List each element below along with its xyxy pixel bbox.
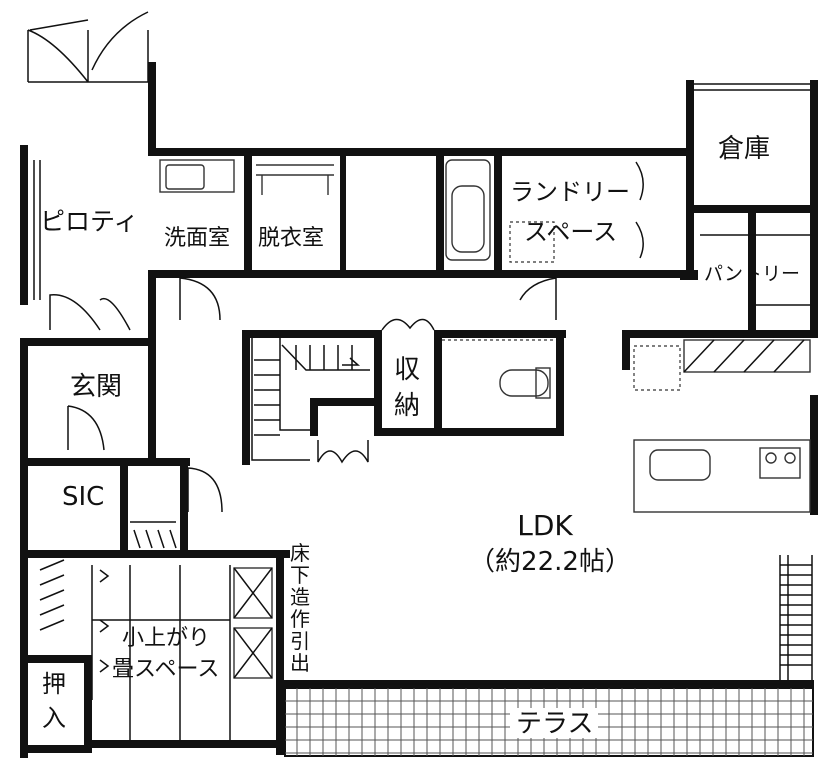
storage-label: 倉庫 (718, 134, 770, 164)
tatami-area (39, 559, 273, 740)
oshiire-label-1: 押 (42, 670, 66, 698)
sic-label: SIC (62, 482, 104, 512)
ldk-size-label: （約22.2帖） (469, 547, 631, 577)
dressing-label: 脱衣室 (258, 226, 324, 251)
underfloor-label-3: 造 (290, 585, 310, 609)
piloti-label: ピロティ (40, 207, 139, 236)
fixtures (27, 11, 813, 740)
staircase (251, 338, 370, 461)
underfloor-label-1: 床 (290, 541, 310, 565)
tatami-label-1: 小上がり (122, 626, 210, 651)
underfloor-label-4: 作 (290, 607, 310, 631)
tatami-label-2: 畳スペース (112, 657, 219, 682)
ldk-label: LDK (517, 509, 573, 542)
oshiire-label-2: 入 (42, 704, 66, 732)
room-labels: ピロティ 洗面室 脱衣室 ランドリー スペース 倉庫 パントリー 玄関 収 納 … (40, 134, 800, 739)
terrace-label: テラス (516, 709, 593, 739)
underfloor-label-2: 下 (290, 563, 310, 587)
laundry-label-2: スペース (524, 218, 617, 246)
laundry-label-1: ランドリー (510, 178, 630, 206)
closet-label-1: 収 (394, 355, 420, 385)
washroom-label: 洗面室 (164, 226, 230, 251)
pantry-label: パントリー (704, 263, 800, 285)
closet-label-2: 納 (394, 391, 420, 421)
underfloor-label-5: 引 (290, 629, 310, 653)
underfloor-label-6: 出 (290, 651, 310, 675)
entrance-label: 玄関 (70, 372, 122, 402)
